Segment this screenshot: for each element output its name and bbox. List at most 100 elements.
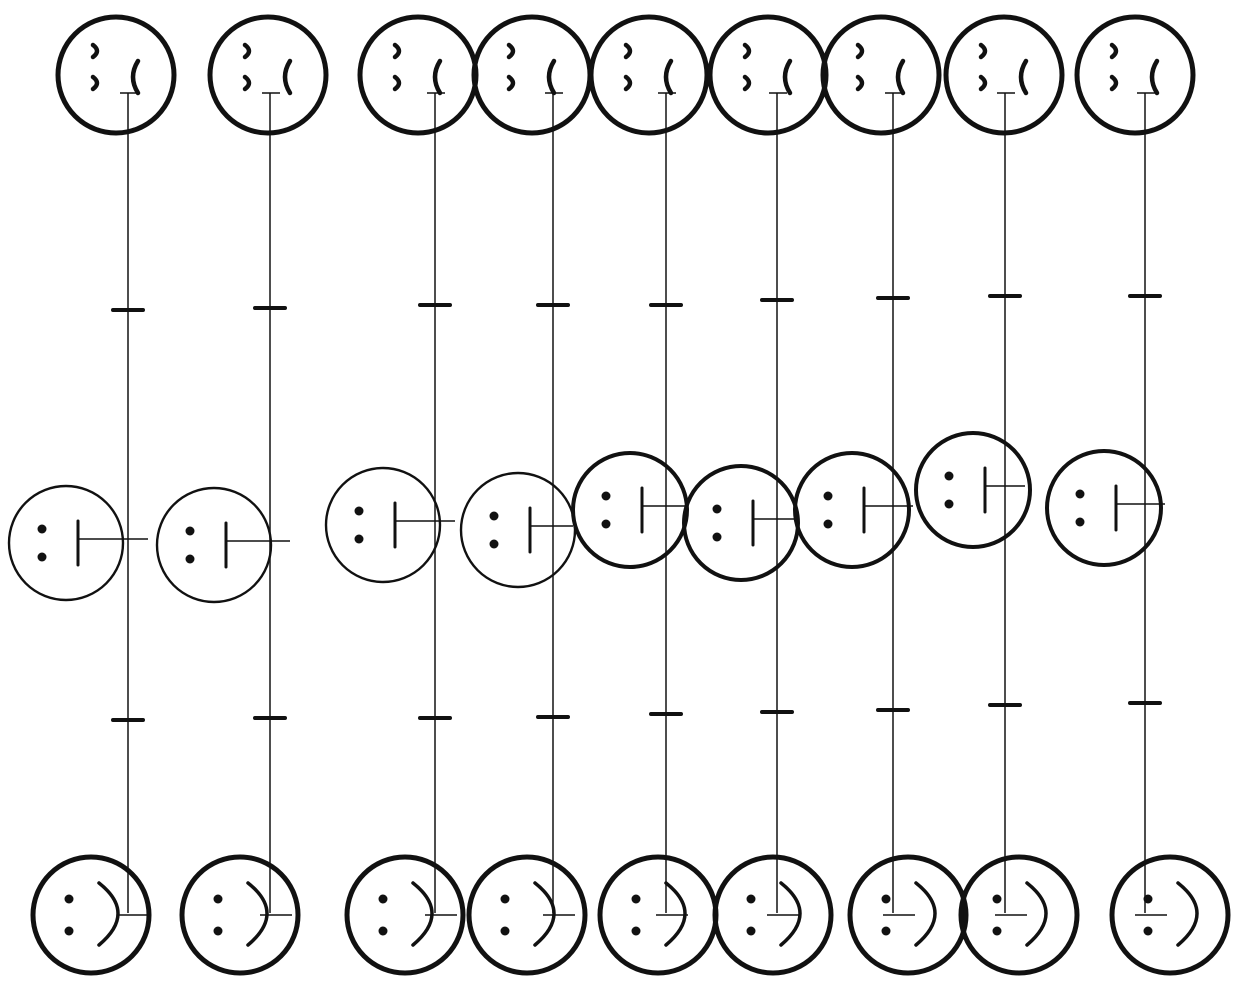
eye-dot [1076,518,1085,527]
eye-dot [355,535,364,544]
mouth-frown [785,61,790,93]
face-circle [823,17,939,133]
eye-arc [509,45,513,57]
face-circle [946,17,1062,133]
eye-dot [65,927,74,936]
eye-dot [602,520,611,529]
neutral-face [684,466,798,580]
face-circle [157,488,271,602]
eye-dot [355,507,364,516]
smile-face [182,857,298,973]
eye-arc [745,77,749,89]
eye-dot [713,533,722,542]
eye-dot [747,927,756,936]
eye-dot [186,527,195,536]
face-circle [684,466,798,580]
smile-face [347,857,463,973]
mouth-smile [248,883,267,945]
frown-face [58,17,174,133]
eye-dot [490,540,499,549]
eye-dot [1144,895,1153,904]
neutral-face [1047,451,1165,565]
frown-face [210,17,326,133]
vertical-rods [128,93,1145,913]
frown-face [1077,17,1193,133]
face-circle [710,17,826,133]
frown-face [474,17,590,133]
mouth-frown [898,61,903,93]
eye-arc [626,45,630,57]
smile-face [469,857,585,973]
eye-dot [747,895,756,904]
face-circle [326,468,440,582]
smile-face [850,857,966,973]
face-circle [58,17,174,133]
eye-dot [993,927,1002,936]
neutral-face [461,473,575,587]
eye-dot [379,927,388,936]
smile-face [715,857,831,973]
face-circle [1112,857,1228,973]
eye-dot [945,500,954,509]
mouth-smile [1027,883,1046,945]
eye-dot [602,492,611,501]
eye-arc [1112,45,1116,57]
face-circle [474,17,590,133]
eye-dot [490,512,499,521]
mouth-smile [535,883,554,945]
eye-arc [981,77,985,89]
mouth-frown [666,61,671,93]
eye-arc [1112,77,1116,89]
face-circle [1077,17,1193,133]
mouth-smile [99,883,118,945]
eye-dot [824,492,833,501]
smile-face [33,857,150,973]
mouth-frown [435,61,440,93]
eye-dot [65,895,74,904]
eye-dot [379,895,388,904]
eye-arc [245,45,249,57]
face-circle [591,17,707,133]
eye-dot [214,927,223,936]
neutral-face [795,453,913,567]
smile-face [1112,857,1228,973]
frown-face [823,17,939,133]
mouth-smile [781,883,800,945]
eye-arc [245,77,249,89]
face-circle [573,453,687,567]
frown-face [946,17,1062,133]
eye-arc [745,45,749,57]
eye-dot [501,895,510,904]
eye-dot [632,895,641,904]
frown-face [591,17,707,133]
eye-arc [395,77,399,89]
smile-face [961,857,1077,973]
eye-arc [93,77,97,89]
face-circle [461,473,575,587]
mouth-frown [1021,61,1026,93]
eye-dot [713,505,722,514]
mouth-smile [413,883,432,945]
eye-arc [626,77,630,89]
face-grid [9,17,1228,973]
eye-dot [214,895,223,904]
frown-face [710,17,826,133]
eye-dot [882,895,891,904]
neutral-face [573,453,687,567]
mouth-frown [549,61,554,93]
face-circle [210,17,326,133]
eye-dot [501,927,510,936]
mouth-smile [666,883,685,945]
eye-dot [632,927,641,936]
neutral-face [9,486,148,600]
eye-arc [93,45,97,57]
face-circle [916,433,1030,547]
eye-dot [38,553,47,562]
eye-dot [186,555,195,564]
eye-dot [824,520,833,529]
face-circle [360,17,476,133]
eye-arc [858,77,862,89]
face-circle [1047,451,1161,565]
eye-arc [395,45,399,57]
